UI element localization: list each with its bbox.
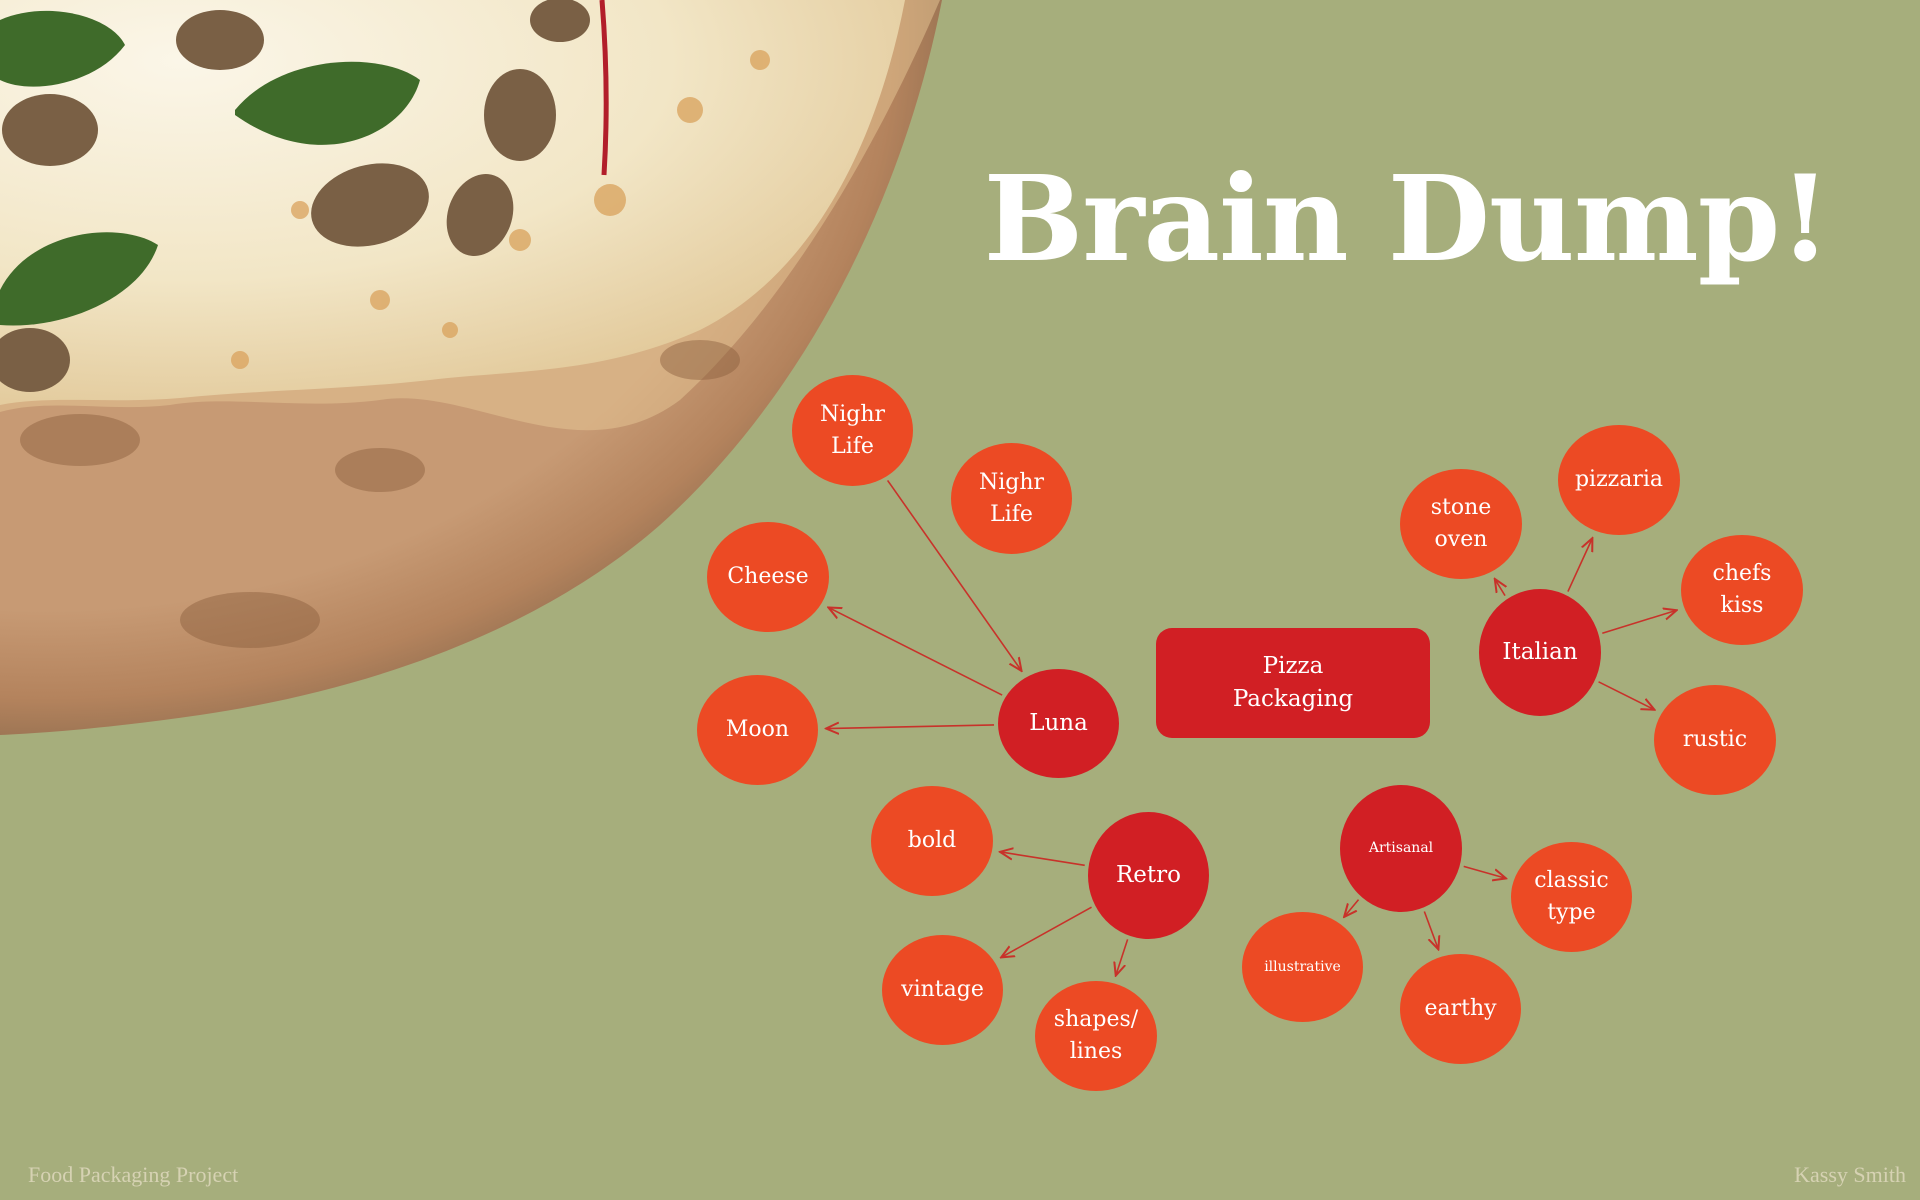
- mindmap-node-shapes-lines: shapes/ lines: [1035, 981, 1157, 1091]
- page-title: Brain Dump!: [983, 149, 1831, 288]
- arrow-italian-to-stone: [1495, 579, 1505, 597]
- mindmap-node-italian: Italian: [1479, 589, 1601, 716]
- mindmap-node-classic-type: classic type: [1511, 842, 1632, 952]
- arrow-italian-to-rustic: [1598, 681, 1655, 710]
- arrow-retro-to-bold: [1000, 852, 1085, 867]
- mindmap-node-bold: bold: [871, 786, 993, 896]
- footer-project-name: Food Packaging Project: [28, 1162, 239, 1187]
- mindmap-node-artisanal: Artisanal: [1340, 785, 1462, 912]
- mindmap-node-illustrative: illustrative: [1242, 912, 1363, 1022]
- mindmap-node-luna: Luna: [998, 669, 1119, 778]
- arrow-luna-to-cheese: [828, 607, 1003, 696]
- mindmap-node-nighr-life-2: Nighr Life: [951, 443, 1072, 554]
- pizza-image: [0, 0, 942, 735]
- arrow-retro-to-shapes: [1116, 939, 1129, 975]
- arrow-artisanal-to-earthy: [1423, 911, 1438, 949]
- arrow-italian-to-chefs: [1602, 610, 1676, 634]
- arrow-artisanal-to-illustrative: [1344, 899, 1360, 917]
- mindmap-center-node: Pizza Packaging: [1156, 628, 1430, 738]
- mindmap-node-retro: Retro: [1088, 812, 1209, 939]
- footer-author-name: Kassy Smith: [1794, 1162, 1906, 1187]
- mindmap-node-vintage: vintage: [882, 935, 1003, 1045]
- mindmap-node-cheese: Cheese: [707, 522, 829, 632]
- mindmap-node-nighr-life-1: Nighr Life: [792, 375, 913, 486]
- arrow-italian-to-pizzaria: [1567, 538, 1592, 592]
- mindmap-node-pizzaria: pizzaria: [1558, 425, 1680, 535]
- mindmap-node-stone-oven: stone oven: [1400, 469, 1522, 579]
- mindmap-node-rustic: rustic: [1654, 685, 1776, 795]
- arrow-retro-to-vintage: [1001, 906, 1092, 957]
- mindmap-node-chefs-kiss: chefs kiss: [1681, 535, 1803, 645]
- mindmap-node-moon: Moon: [697, 675, 818, 785]
- arrow-luna-to-moon: [826, 725, 995, 729]
- arrow-nighr1-to-luna: [886, 479, 1022, 671]
- mindmap-node-earthy: earthy: [1400, 954, 1521, 1064]
- arrow-artisanal-to-classic: [1463, 865, 1506, 878]
